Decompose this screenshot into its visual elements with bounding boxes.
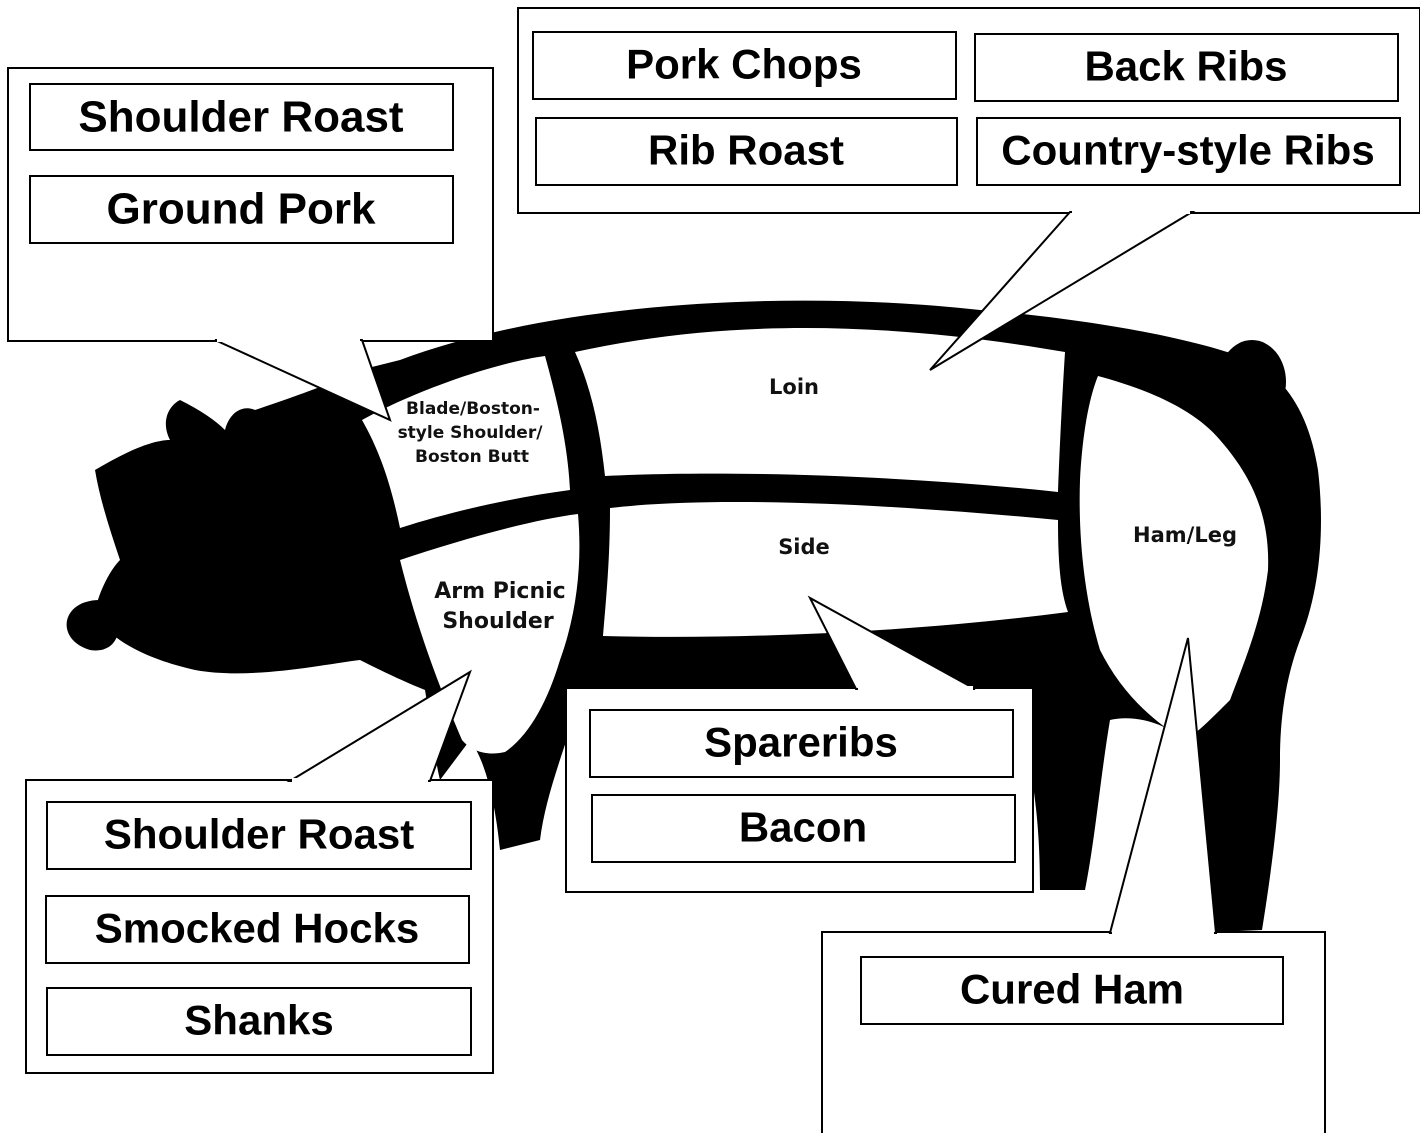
item-bacon-text: Bacon [739,804,867,851]
label-loin: Loin [769,375,819,399]
item-rib-roast-text: Rib Roast [648,127,844,174]
region-loin [575,328,1065,492]
item-back-ribs-text: Back Ribs [1084,43,1287,90]
label-ham: Ham/Leg [1133,523,1237,547]
callout-picnic-bottom: Shoulder Roast Smocked Hocks Shanks [26,672,493,1073]
item-shoulder-roast-2-text: Shoulder Roast [104,811,414,858]
item-country-style-ribs-text: Country-style Ribs [1001,127,1374,174]
label-blade-line-2: style Shoulder/ [398,423,544,443]
item-shoulder-roast-text: Shoulder Roast [78,93,403,142]
label-picnic-line-2: Shoulder [442,609,553,634]
item-smocked-hocks-text: Smocked Hocks [95,905,419,952]
item-shanks-text: Shanks [184,997,333,1044]
pig-tail [1218,340,1286,424]
item-spareribs-text: Spareribs [704,719,898,766]
label-blade-line-3: Boston Butt [415,447,529,467]
label-blade-line-1: Blade/Boston- [406,399,540,419]
item-pork-chops-text: Pork Chops [626,41,862,88]
item-ground-pork-text: Ground Pork [107,185,376,234]
label-picnic-line-1: Arm Picnic [434,579,565,604]
item-cured-ham-text: Cured Ham [960,966,1184,1013]
label-side: Side [778,535,830,559]
